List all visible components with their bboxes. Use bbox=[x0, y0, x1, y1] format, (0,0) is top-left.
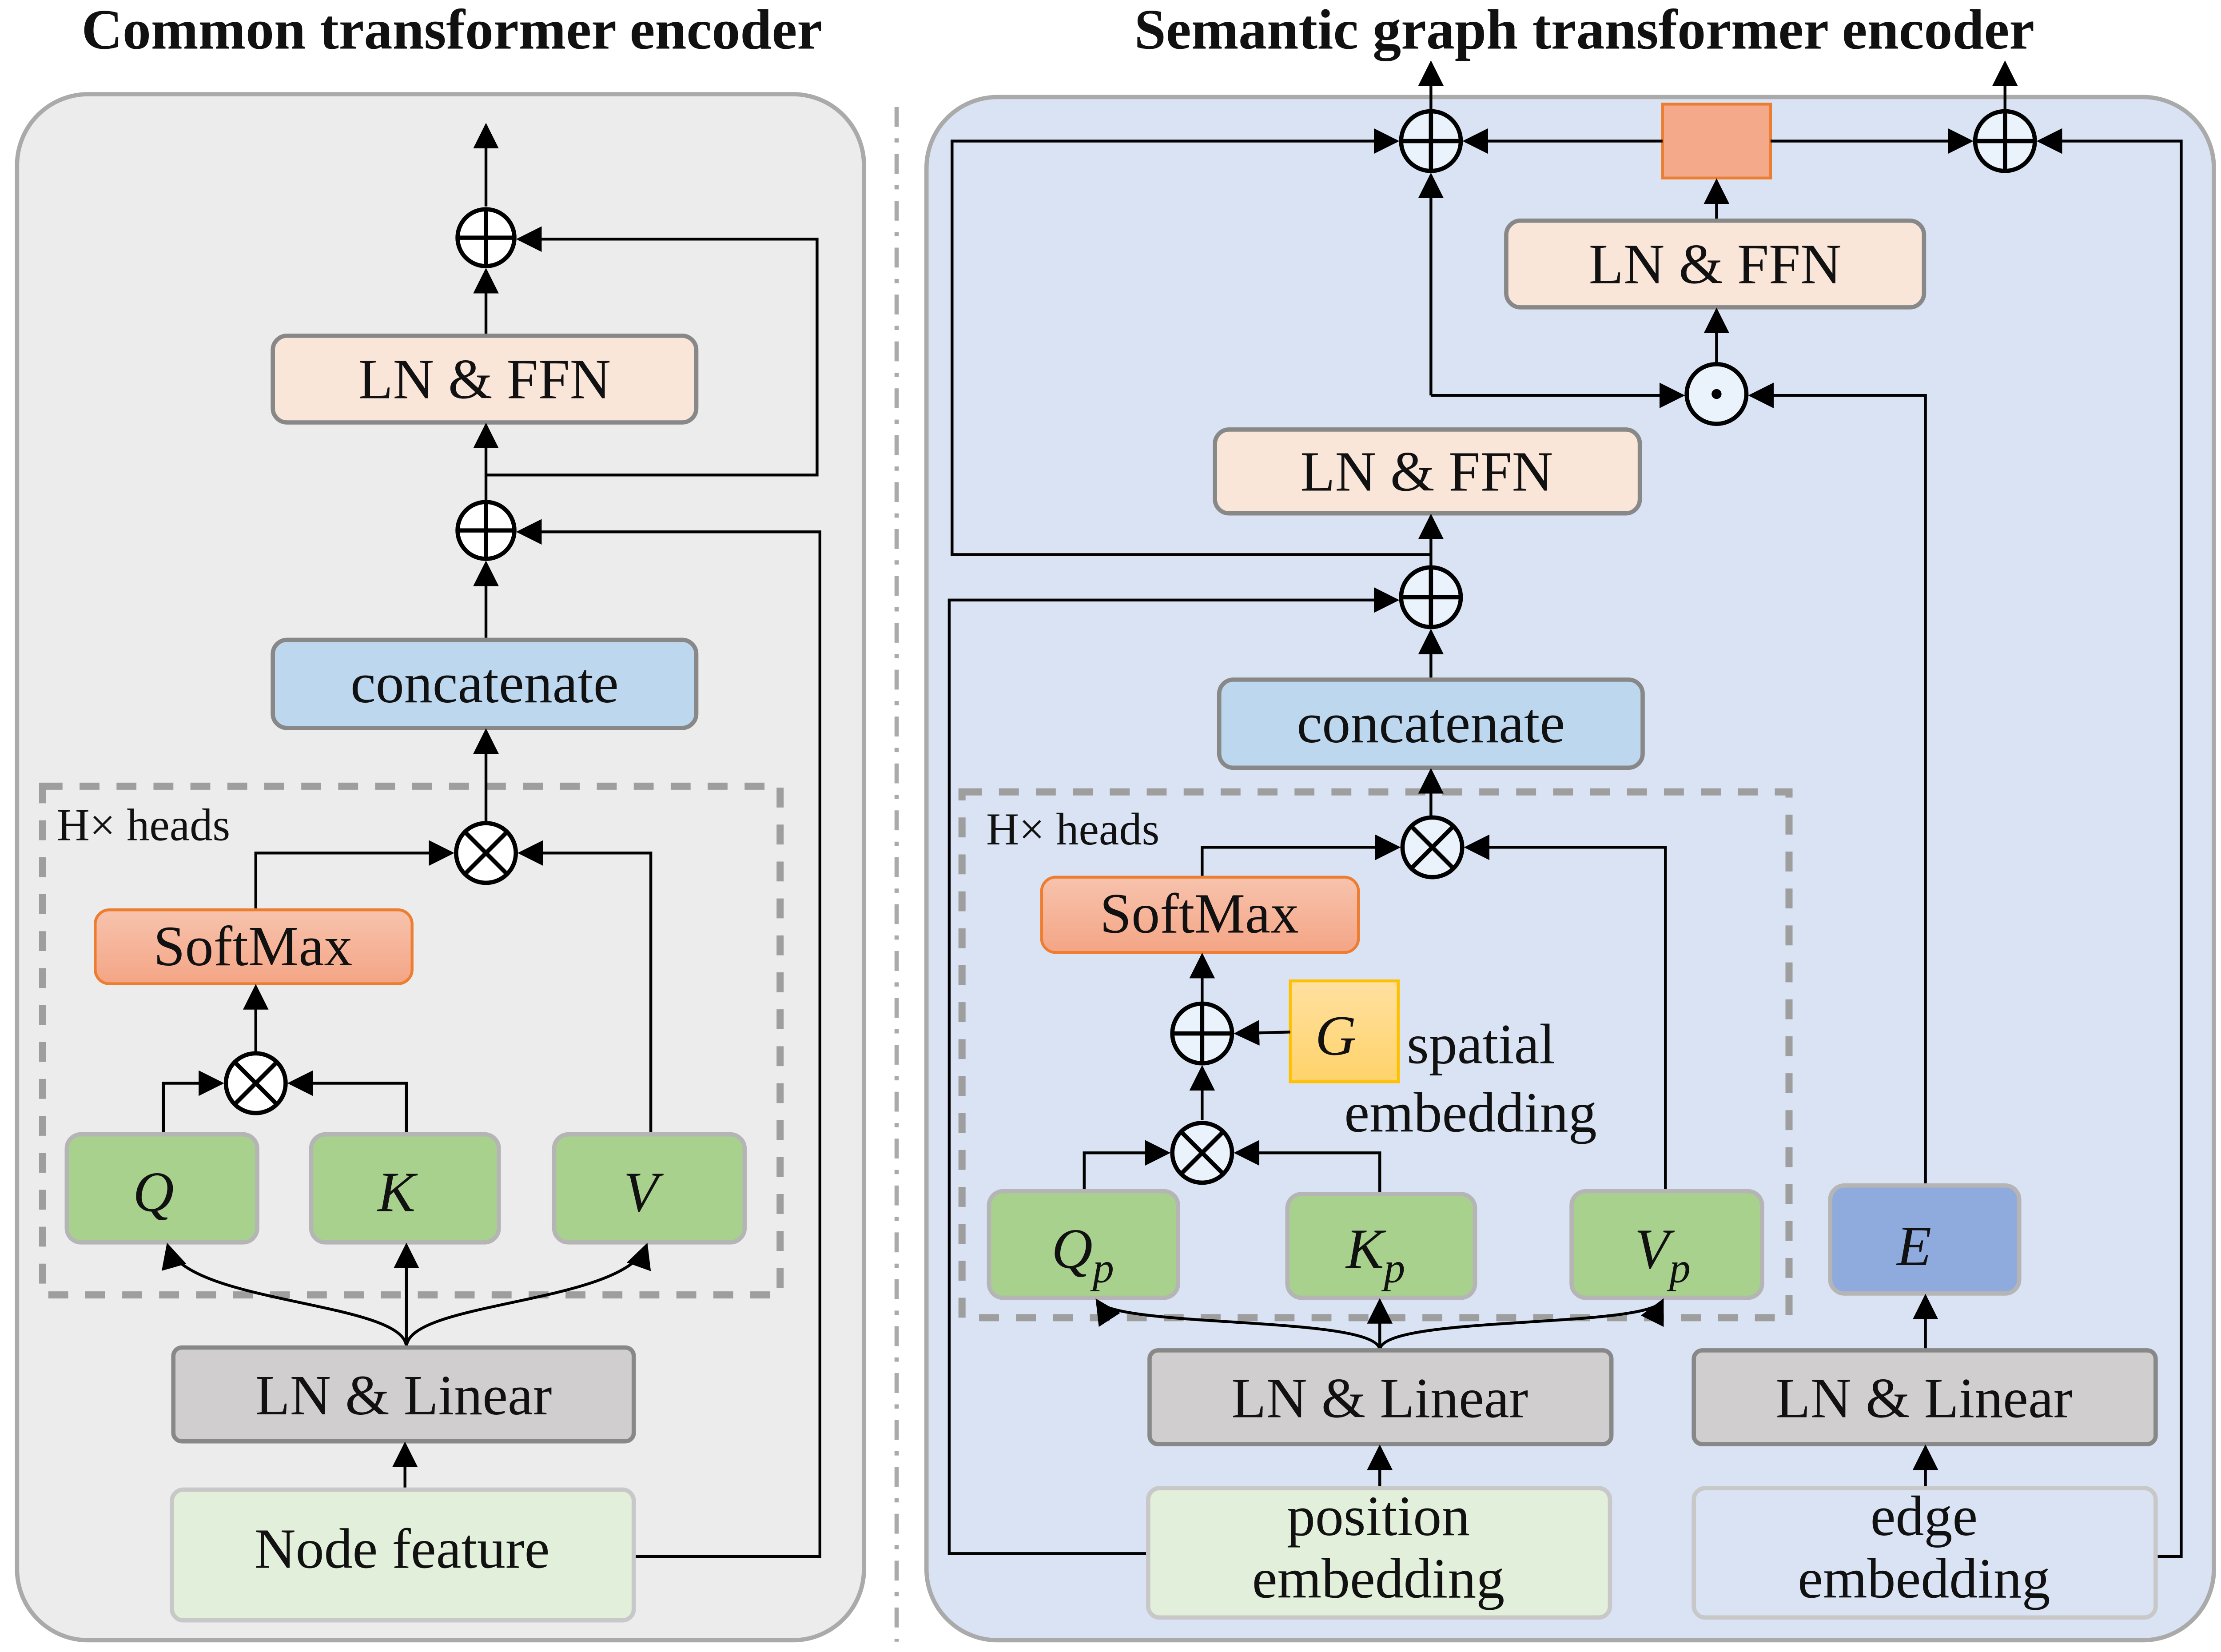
right-residual-position bbox=[947, 587, 1400, 1555]
arrow bbox=[1464, 834, 1667, 1191]
right-panel: LN & FFN LN & FFN concatenate H× heads bbox=[924, 60, 2216, 1643]
right-title: Semantic graph transformer encoder bbox=[1134, 0, 2034, 61]
right-kp-subscript: p bbox=[1381, 1244, 1405, 1291]
arrow bbox=[254, 840, 455, 910]
arrow bbox=[1378, 1298, 1664, 1351]
right-qp-label: Qp bbox=[1051, 1217, 1114, 1291]
right-g-label: G bbox=[1315, 1004, 1356, 1067]
right-edge-residual bbox=[2036, 128, 2183, 1558]
right-qp-subscript: p bbox=[1090, 1244, 1114, 1291]
left-node-feature-box bbox=[170, 1487, 636, 1623]
right-vp-label: Vp bbox=[1635, 1217, 1691, 1291]
arrow bbox=[287, 1070, 408, 1135]
arrow bbox=[1095, 1298, 1381, 1351]
right-spatial-label-2: embedding bbox=[1344, 1081, 1596, 1144]
left-panel: LN & FFN concatenate H× heads SoftMax bbox=[15, 92, 866, 1643]
right-ln-ffn-top-label: LN & FFN bbox=[1589, 232, 1842, 295]
right-e-label: E bbox=[1896, 1214, 1931, 1278]
left-k-label: K bbox=[377, 1160, 418, 1223]
right-heads-box bbox=[958, 788, 1793, 1322]
right-ln-ffn-top-box bbox=[1504, 218, 1926, 310]
right-position-embedding-box bbox=[1146, 1486, 1612, 1620]
left-softmax-label: SoftMax bbox=[154, 915, 353, 978]
right-ln-linear-right-box bbox=[1692, 1348, 2158, 1446]
left-ln-linear-label: LN & Linear bbox=[255, 1364, 552, 1427]
right-softmax-box bbox=[1040, 876, 1360, 954]
right-edge-embedding-box bbox=[1692, 1486, 2158, 1620]
right-qp-box bbox=[987, 1189, 1180, 1300]
right-position-label-1: position bbox=[1287, 1485, 1470, 1548]
left-add-mid-icon bbox=[455, 500, 517, 561]
left-add-top-icon bbox=[455, 207, 517, 268]
right-ln-linear-left-label: LN & Linear bbox=[1231, 1366, 1528, 1429]
right-e-box bbox=[1828, 1183, 2022, 1296]
left-ln-ffn-label: LN & FFN bbox=[358, 348, 611, 411]
right-ln-ffn-mid-box bbox=[1213, 427, 1642, 516]
left-q-box bbox=[64, 1132, 259, 1245]
arrow bbox=[162, 1070, 224, 1135]
arrow bbox=[162, 1242, 408, 1348]
left-concatenate-label: concatenate bbox=[350, 652, 619, 715]
arrow bbox=[1234, 1140, 1381, 1194]
left-v-box bbox=[552, 1132, 747, 1245]
left-multiply-qk-icon bbox=[223, 1051, 288, 1115]
left-title: Common transformer encoder bbox=[82, 0, 822, 61]
right-residual-outer bbox=[951, 128, 1431, 556]
right-concatenate-box bbox=[1217, 677, 1645, 770]
right-softmax-label: SoftMax bbox=[1100, 882, 1299, 945]
right-vp-box bbox=[1569, 1189, 1764, 1300]
right-add-mid-icon bbox=[1399, 565, 1463, 629]
left-multiply-top-icon bbox=[454, 821, 518, 885]
left-q-label: Q bbox=[133, 1160, 174, 1223]
right-add-spatial-icon bbox=[1170, 1001, 1234, 1066]
right-g-box bbox=[1289, 979, 1400, 1083]
right-ln-linear-left-box bbox=[1147, 1348, 1614, 1446]
right-heads-label: H× heads bbox=[986, 804, 1159, 855]
right-kp-box bbox=[1285, 1192, 1477, 1300]
right-vp-subscript: p bbox=[1667, 1244, 1691, 1291]
left-panel-bg bbox=[15, 92, 866, 1643]
right-kp-main: K bbox=[1345, 1217, 1386, 1280]
right-add-top-left-icon bbox=[1399, 109, 1463, 173]
arrow bbox=[517, 840, 653, 1135]
left-residual-1 bbox=[516, 519, 822, 1558]
arrow bbox=[1748, 382, 1927, 1186]
left-k-box bbox=[309, 1132, 501, 1245]
right-ln-linear-right-label: LN & Linear bbox=[1775, 1366, 2072, 1429]
right-ln-ffn-mid-label: LN & FFN bbox=[1300, 440, 1553, 503]
left-concatenate-box bbox=[271, 637, 699, 730]
left-ln-ffn-box bbox=[271, 334, 699, 425]
arrow bbox=[405, 1242, 651, 1348]
right-multiply-top-icon bbox=[1400, 815, 1465, 880]
right-multiply-qk-icon bbox=[1170, 1121, 1234, 1185]
right-spatial-label-1: spatial bbox=[1407, 1013, 1555, 1076]
left-ln-linear-box bbox=[171, 1345, 636, 1444]
right-qp-main: Q bbox=[1051, 1217, 1092, 1280]
right-gate-box bbox=[1661, 103, 1772, 179]
right-hadamard-icon bbox=[1684, 362, 1749, 426]
left-node-feature-label: Node feature bbox=[255, 1517, 549, 1580]
left-heads-label: H× heads bbox=[57, 800, 230, 850]
right-edge-label-1: edge bbox=[1871, 1485, 1978, 1548]
right-edge-label-2: embedding bbox=[1798, 1547, 2050, 1610]
left-residual-2 bbox=[486, 226, 819, 477]
right-concatenate-label: concatenate bbox=[1297, 692, 1565, 755]
arrow bbox=[1083, 1140, 1171, 1191]
arrow bbox=[1234, 1020, 1290, 1046]
right-vp-main: V bbox=[1635, 1217, 1675, 1280]
left-softmax-box bbox=[94, 908, 414, 985]
arrow bbox=[1201, 834, 1401, 877]
left-v-label: V bbox=[624, 1160, 664, 1223]
right-kp-label: Kp bbox=[1345, 1217, 1405, 1291]
right-position-label-2: embedding bbox=[1252, 1547, 1505, 1610]
right-add-top-right-icon bbox=[1973, 109, 2037, 173]
